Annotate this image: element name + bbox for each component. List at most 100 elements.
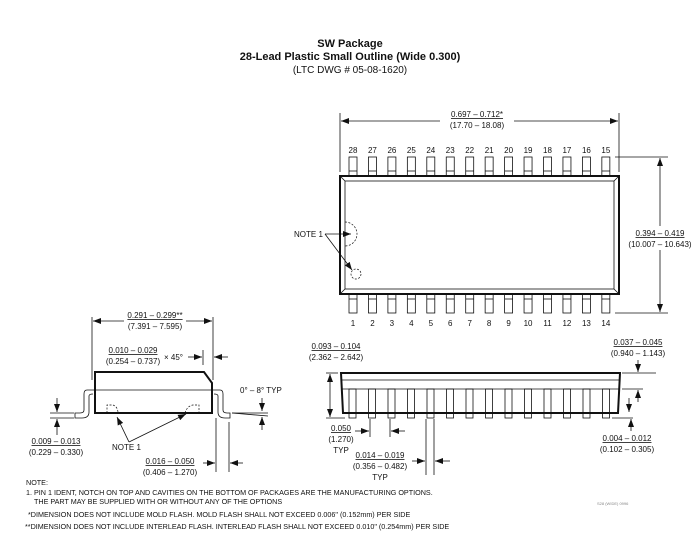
end-body-inch: 0.037 – 0.045	[614, 338, 663, 347]
pin-number-bottom: 2	[370, 319, 375, 328]
pitch-mm: (1.270)	[328, 435, 354, 444]
top-width-inch: 0.394 – 0.419	[636, 229, 685, 238]
top-body-bevel	[344, 180, 615, 290]
pin-number-bottom: 13	[582, 319, 591, 328]
end-leads	[348, 388, 610, 419]
lead-width-typ: TYP	[372, 473, 388, 482]
end-lead	[446, 388, 454, 419]
end-lead	[504, 388, 513, 419]
end-lead	[348, 388, 357, 419]
top-width-mm: (10.007 – 10.643)	[628, 240, 691, 249]
pin1-notch	[344, 221, 358, 247]
pin-number-top: 19	[524, 146, 533, 155]
top-pins	[348, 156, 611, 177]
pin-number-top: 27	[368, 146, 377, 155]
drawing-id: S28 (WIDE) 0996	[597, 501, 629, 506]
pin-number-bottom: 5	[429, 319, 434, 328]
end-lead	[426, 388, 435, 419]
title-drawing-number: (LTC DWG # 05-08-1620)	[293, 65, 407, 76]
pin-number-top: 15	[601, 146, 610, 155]
cavity-right	[184, 404, 200, 414]
pin-lead	[348, 293, 358, 314]
pin-lead	[523, 156, 533, 177]
lead-thickness-inch: 0.009 – 0.013	[32, 437, 81, 446]
pin-lead	[465, 156, 475, 177]
pin-number-bottom: 8	[487, 319, 492, 328]
pin-lead	[426, 293, 436, 314]
standoff-inch: 0.004 – 0.012	[603, 434, 652, 443]
pin-lead	[601, 293, 611, 314]
end-lead	[524, 388, 532, 419]
left-lead	[74, 389, 94, 419]
side-note1-label: NOTE 1	[112, 443, 141, 452]
side-body-outline	[94, 371, 213, 414]
pin-lead	[601, 156, 611, 177]
end-lead	[387, 388, 396, 419]
pin1-dot	[350, 268, 362, 280]
note-interlead-flash: **DIMENSION DOES NOT INCLUDE INTERLEAD F…	[25, 522, 449, 531]
pin-number-bottom: 14	[601, 319, 610, 328]
pin-number-top: 21	[485, 146, 494, 155]
top-length-mm: (17.70 – 18.08)	[450, 121, 505, 130]
foot-length-mm: (0.406 – 1.270)	[143, 468, 198, 477]
note-1-line-1: 1. PIN 1 IDENT, NOTCH ON TOP AND CAVITIE…	[26, 488, 433, 497]
pin-number-top: 20	[504, 146, 513, 155]
side-width-mm: (7.391 – 7.595)	[128, 322, 183, 331]
pin-lead	[562, 293, 572, 314]
pin-number-top: 26	[387, 146, 396, 155]
pin-number-bottom: 7	[467, 319, 472, 328]
pin-number-bottom: 6	[448, 319, 453, 328]
pitch-inch: 0.050	[331, 424, 352, 433]
standoff-mm: (0.102 – 0.305)	[600, 445, 655, 454]
chamfer-inch: 0.010 – 0.029	[109, 346, 158, 355]
lead-thickness-mm: (0.229 – 0.330)	[29, 448, 84, 457]
pin-number-bottom: 1	[351, 319, 356, 328]
pin-number-top: 23	[446, 146, 455, 155]
pin-lead	[504, 293, 514, 314]
pin-lead	[543, 293, 552, 314]
pin-lead	[368, 156, 377, 177]
end-lead	[485, 388, 493, 419]
end-view: 0.093 – 0.104 (2.362 – 2.642) 0.037 – 0.…	[309, 338, 666, 482]
pin-number-bottom: 9	[506, 319, 511, 328]
pin-lead	[445, 156, 455, 177]
pin-lead	[387, 293, 397, 314]
pin-lead	[484, 156, 494, 177]
end-lead	[602, 388, 610, 419]
pin-lead	[387, 156, 397, 177]
pin-lead	[426, 156, 436, 177]
pin-number-top: 28	[349, 146, 358, 155]
end-lead	[465, 388, 474, 419]
end-lead	[368, 388, 376, 419]
side-width-inch: 0.291 – 0.299**	[127, 311, 182, 320]
lead-width-inch: 0.014 – 0.019	[356, 451, 405, 460]
chamfer-angle: × 45°	[164, 353, 183, 362]
end-height-inch: 0.093 – 0.104	[312, 342, 361, 351]
pin-number-bottom: 10	[524, 319, 533, 328]
pin-number-top: 25	[407, 146, 416, 155]
foot-length-inch: 0.016 – 0.050	[146, 457, 195, 466]
pin-number-top: 17	[562, 146, 571, 155]
pin-number-top: 24	[426, 146, 435, 155]
pin-number-bottom: 12	[562, 319, 571, 328]
pin-number-bottom: 11	[543, 319, 552, 328]
chamfer-mm: (0.254 – 0.737)	[106, 357, 161, 366]
end-lead	[407, 388, 415, 419]
end-body-mm: (0.940 – 1.143)	[611, 349, 666, 358]
pin-number-top: 22	[465, 146, 474, 155]
note-mold-flash: *DIMENSION DOES NOT INCLUDE MOLD FLASH. …	[28, 510, 410, 519]
pin-lead	[543, 156, 552, 177]
pin-lead	[484, 293, 494, 314]
end-lead	[563, 388, 571, 419]
end-height-mm: (2.362 – 2.642)	[309, 353, 364, 362]
notes-header: NOTE:	[26, 478, 48, 487]
bottom-pins	[348, 293, 611, 314]
title-package: SW Package	[317, 38, 382, 50]
top-note1-label: NOTE 1	[294, 230, 323, 239]
end-lead	[543, 388, 552, 419]
pitch-typ: TYP	[333, 446, 349, 455]
right-lead	[213, 389, 231, 419]
pin-number-top: 16	[582, 146, 591, 155]
pin-lead	[582, 156, 591, 177]
